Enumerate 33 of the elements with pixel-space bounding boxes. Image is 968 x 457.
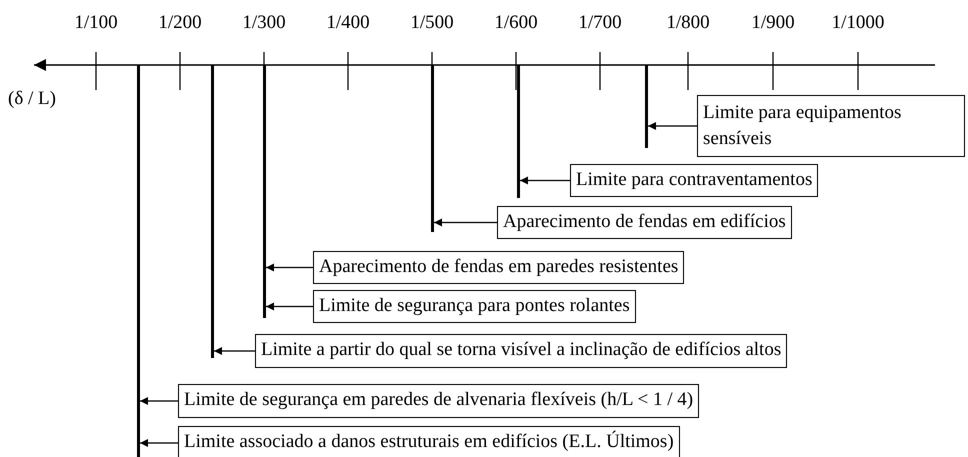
description-box: Limite de segurança em paredes de alvenaria flexíveis (h/L < 1 / 4) [178,384,700,418]
marker-line [136,65,140,457]
leader-arrow [434,218,497,226]
tick-label: 1/900 [751,12,795,34]
description-box: Limite de segurança para pontes rolantes [313,290,636,323]
marker-line [644,65,648,148]
marker-line [516,65,520,198]
marker-line [262,65,266,318]
tick-label: 1/500 [410,12,454,34]
description-box: Limite a partir do qual se torna visível a inclinação de edifícios altos [255,334,788,368]
leader-arrow [140,397,178,405]
description-box: Limite para equipamentos sensíveis [697,95,965,157]
tick-label: 1/400 [326,12,370,34]
axis-label: (δ / L) [8,88,56,110]
description-box: Limite associado a danos estruturais em edifícios (E.L. Últimos) [178,426,680,457]
marker-line [430,65,434,232]
leader-arrow [648,122,697,130]
marker-line [210,65,214,358]
description-box: Aparecimento de fendas em edifícios [497,206,792,239]
tick-label: 1/700 [578,12,622,34]
tick-label: 1/1000 [832,12,884,34]
tick-label: 1/100 [74,12,118,34]
tick-label: 1/800 [666,12,710,34]
description-box: Aparecimento de fendas em paredes resistentes [313,251,684,284]
tick-label: 1/600 [494,12,538,34]
description-box: Limite para contraventamentos [570,164,818,197]
leader-arrow [520,176,570,184]
leader-arrow [140,439,178,447]
leader-arrow [214,347,255,355]
tick-label: 1/200 [158,12,202,34]
leader-arrow [266,264,313,272]
leader-arrow [266,302,313,310]
tick-label: 1/300 [242,12,286,34]
